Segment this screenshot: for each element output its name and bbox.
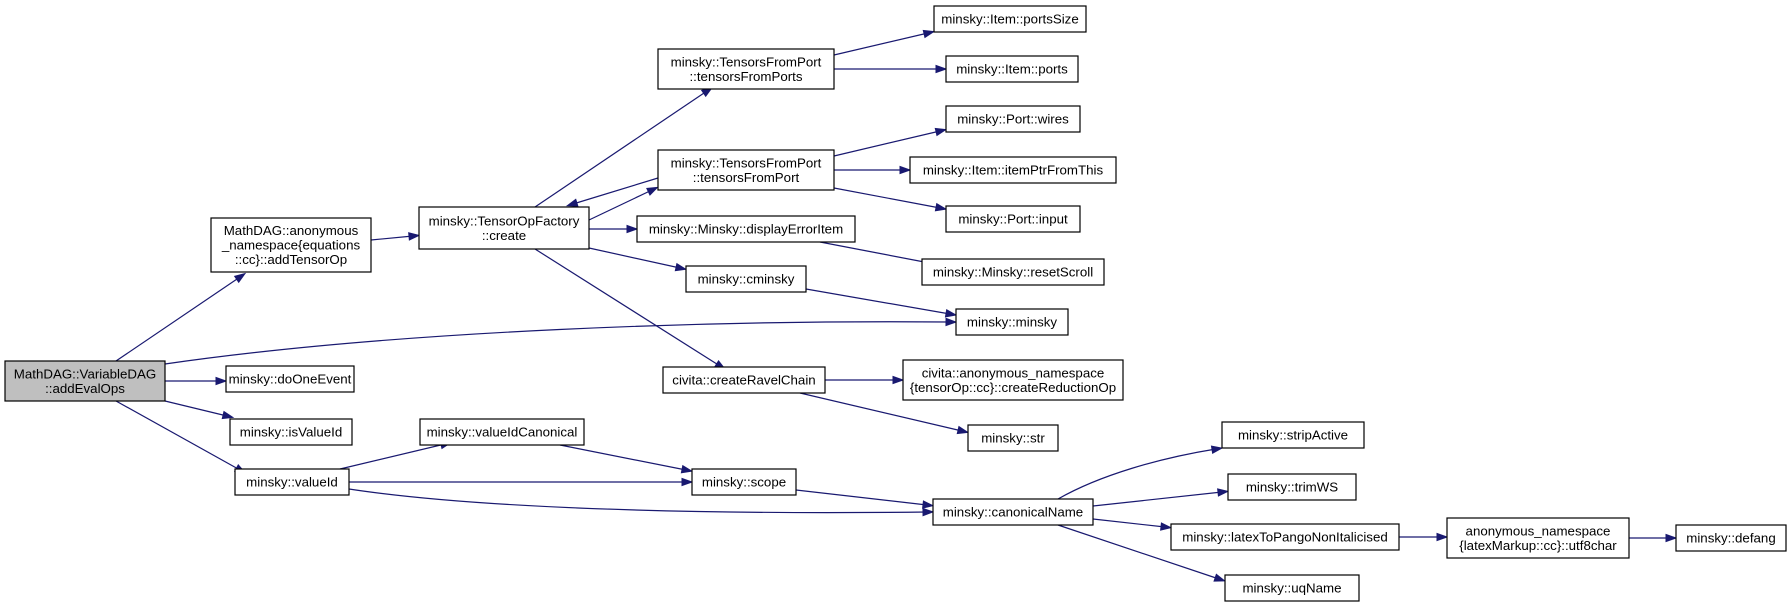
node-valueIdCanonical-label-line-0: minsky::valueIdCanonical [427,425,578,440]
node-itemPtrFromThis[interactable]: minsky::Item::itemPtrFromThis [909,156,1117,184]
node-create-label-line-0: minsky::TensorOpFactory [429,213,580,228]
node-latexToPangoNonItalicised-label-line-0: minsky::latexToPangoNonItalicised [1182,530,1387,545]
node-addTensorOp-label-line-1: _namespace{equations [221,238,361,253]
node-latexToPangoNonItalicised[interactable]: minsky::latexToPangoNonItalicised [1170,523,1400,551]
node-createReductionOp-label-line-0: civita::anonymous_namespace [922,365,1105,380]
node-itemPtrFromThis-label-line-0: minsky::Item::itemPtrFromThis [923,163,1104,178]
node-wires[interactable]: minsky::Port::wires [945,105,1081,133]
node-uqName[interactable]: minsky::uqName [1224,574,1360,602]
edge-addEvalOps-to-addTensorOp [115,272,247,362]
edge-tensorsFromPort-to-itemPtrFromThis [834,165,912,175]
node-createReductionOp-label-line-1: {tensorOp::cc}::createReductionOp [910,380,1116,395]
node-valueIdCanonical[interactable]: minsky::valueIdCanonical [419,418,585,446]
node-scope-label-line-0: minsky::scope [702,475,786,490]
node-tensorsFromPort-label-line-1: ::tensorsFromPort [693,170,800,185]
node-tensorsFromPorts-label-line-1: ::tensorsFromPorts [689,69,802,84]
node-resetScroll[interactable]: minsky::Minsky::resetScroll [921,258,1105,286]
node-addEvalOps-label-line-1: ::addEvalOps [45,381,125,396]
edge-create-to-tensorsFromPort [588,186,659,221]
edge-addEvalOps-to-isValueId [164,400,235,420]
node-defang-label-line-0: minsky::defang [1686,531,1775,546]
edge-createRavelChain-to-str [799,392,970,435]
node-isValueId[interactable]: minsky::isValueId [229,418,353,446]
node-minsky[interactable]: minsky::minsky [955,308,1069,336]
node-input[interactable]: minsky::Port::input [945,205,1081,233]
node-canonicalName-label-line-0: minsky::canonicalName [943,505,1083,520]
node-create-label-line-1: ::create [482,228,526,243]
node-portsSize[interactable]: minsky::Item::portsSize [933,5,1087,33]
node-doOneEvent[interactable]: minsky::doOneEvent [225,365,355,393]
node-addTensorOp-label-line-2: ::cc}::addTensorOp [235,252,347,267]
edge-create-to-displayErrorItem [589,224,639,234]
edge-canonicalName-to-trimWS [1092,488,1230,507]
edge-addEvalOps-to-minsky [164,317,958,365]
node-stripActive-label-line-0: minsky::stripActive [1238,428,1348,443]
node-trimWS[interactable]: minsky::trimWS [1227,473,1357,501]
edge-utf8char-to-defang [1629,533,1678,543]
edge-cminsky-to-minsky [805,288,958,318]
node-valueId-label-line-0: minsky::valueId [246,475,338,490]
edge-latexToPangoNonItalicised-to-utf8char [1399,532,1449,542]
edge-canonicalName-to-latexToPangoNonItalicised [1092,518,1173,531]
node-wires-label-line-0: minsky::Port::wires [957,112,1069,127]
node-createRavelChain-label-line-0: civita::createRavelChain [672,373,815,388]
node-addEvalOps-label-line-0: MathDAG::VariableDAG [14,366,156,381]
edge-tensorsFromPorts-to-ports [834,64,948,74]
node-portsSize-label-line-0: minsky::Item::portsSize [941,12,1078,27]
edge-create-to-cminsky [588,247,688,272]
node-resetScroll-label-line-0: minsky::Minsky::resetScroll [933,265,1093,280]
edge-valueIdCanonical-to-scope [559,444,694,474]
node-utf8char-label-line-0: anonymous_namespace [1466,523,1611,538]
node-str-label-line-0: minsky::str [981,431,1045,446]
edge-tensorsFromPort-to-create [565,177,659,207]
node-utf8char-label-line-1: {latexMarkup::cc}::utf8char [1459,538,1617,553]
node-scope[interactable]: minsky::scope [691,468,797,496]
node-addEvalOps[interactable]: MathDAG::VariableDAG::addEvalOps [4,360,166,402]
edge-addEvalOps-to-doOneEvent [165,376,228,386]
edge-scope-to-canonicalName [795,489,935,509]
edge-tensorsFromPorts-to-portsSize [833,29,936,56]
edge-createRavelChain-to-createReductionOp [825,375,905,385]
edge-addTensorOp-to-create [370,232,421,241]
edge-tensorsFromPort-to-input [833,187,948,212]
node-displayErrorItem-label-line-0: minsky::Minsky::displayErrorItem [649,222,843,237]
node-canonicalName[interactable]: minsky::canonicalName [932,498,1094,526]
node-cminsky[interactable]: minsky::cminsky [685,265,807,293]
node-utf8char[interactable]: anonymous_namespace{latexMarkup::cc}::ut… [1446,517,1630,559]
node-isValueId-label-line-0: minsky::isValueId [240,425,342,440]
node-cminsky-label-line-0: minsky::cminsky [698,272,795,287]
edge-valueId-to-scope [349,477,694,487]
node-tensorsFromPort-label-line-0: minsky::TensorsFromPort [671,155,822,170]
edge-tensorsFromPort-to-wires [833,127,948,157]
node-stripActive[interactable]: minsky::stripActive [1221,421,1365,449]
node-ports[interactable]: minsky::Item::ports [945,55,1079,83]
edge-canonicalName-to-stripActive [1057,445,1224,500]
node-uqName-label-line-0: minsky::uqName [1242,581,1341,596]
node-createReductionOp[interactable]: civita::anonymous_namespace{tensorOp::cc… [902,359,1124,401]
node-tensorsFromPorts[interactable]: minsky::TensorsFromPort::tensorsFromPort… [657,48,835,90]
node-createRavelChain[interactable]: civita::createRavelChain [662,366,826,394]
node-str[interactable]: minsky::str [967,424,1059,452]
node-doOneEvent-label-line-0: minsky::doOneEvent [229,372,352,387]
node-displayErrorItem[interactable]: minsky::Minsky::displayErrorItem [636,215,856,243]
node-addTensorOp[interactable]: MathDAG::anonymous_namespace{equations::… [210,217,372,273]
node-defang[interactable]: minsky::defang [1675,524,1787,552]
node-valueId[interactable]: minsky::valueId [234,468,350,496]
node-trimWS-label-line-0: minsky::trimWS [1246,480,1338,495]
node-tensorsFromPort[interactable]: minsky::TensorsFromPort::tensorsFromPort [657,149,835,191]
node-tensorsFromPorts-label-line-0: minsky::TensorsFromPort [671,54,822,69]
node-addTensorOp-label-line-0: MathDAG::anonymous [224,223,359,238]
node-input-label-line-0: minsky::Port::input [958,212,1068,227]
node-ports-label-line-0: minsky::Item::ports [956,62,1068,77]
edge-canonicalName-to-uqName [1057,524,1227,582]
edge-addEvalOps-to-valueId [115,400,247,474]
node-create[interactable]: minsky::TensorOpFactory::create [418,206,590,250]
node-minsky-label-line-0: minsky::minsky [967,315,1057,330]
edge-valueId-to-canonicalName [348,488,935,517]
